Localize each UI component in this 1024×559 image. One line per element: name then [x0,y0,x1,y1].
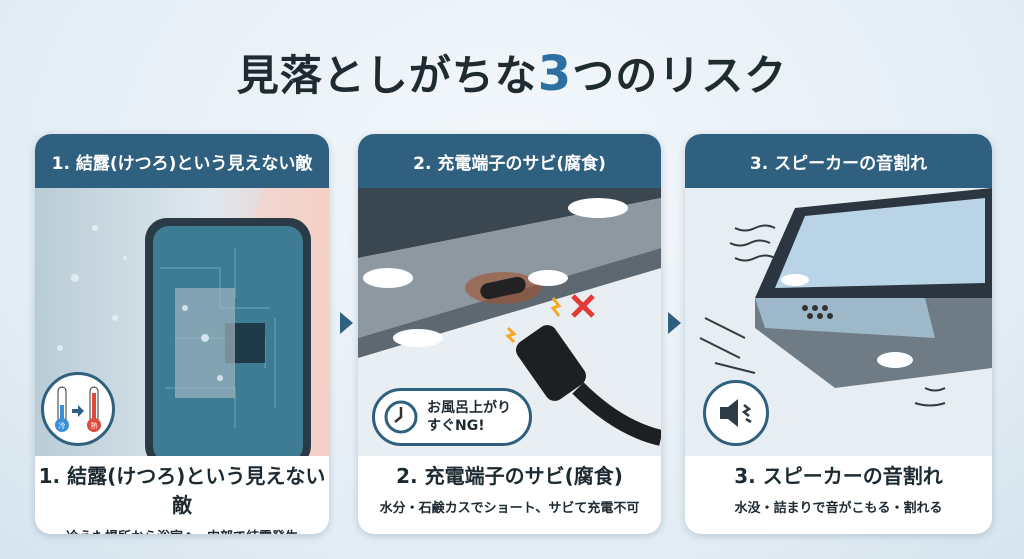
next-arrow-icon [340,312,353,334]
title-number: 3 [537,46,573,102]
card-caption: 2. 充電端子のサビ(腐食) [396,464,623,488]
risk-card-condensation: 1. 結露(けつろ)という見えない敵 冷 熱 1. 結露(けつろ)という見えない… [35,134,329,534]
charging-port-rust-illustration: お風呂上がりすぐNG! [358,188,661,456]
badge-line-1: お風呂上がり [427,399,511,416]
risk-card-corrosion: 2. 充電端子のサビ(腐食) お風呂上がりすぐNG! 2. 充電端子のサビ(腐食… [358,134,661,534]
card-caption: 3. スピーカーの音割れ [734,464,943,488]
thermometer-cold-to-hot-icon: 冷 熱 [41,372,115,446]
speaker-distorted-icon [703,380,769,446]
title-prefix: 見落としがちな [236,51,538,100]
condensation-illustration: 冷 熱 [35,188,329,456]
card-subcaption: 水分・石鹸カスでショート、サビて充電不可 [379,501,640,516]
badge-line-2: すぐNG! [427,418,485,434]
risk-card-speaker: 3. スピーカーの音割れ 3. スピーカーの音割れ水没・詰まりで音がこもる・割れ… [685,134,992,534]
card-header: 1. 結露(けつろ)という見えない敵 [35,134,329,188]
card-header: 3. スピーカーの音割れ [685,134,992,188]
after-bath-warning-badge: お風呂上がりすぐNG! [372,388,532,446]
card-caption: 1. 結露(けつろ)という見えない敵 [38,464,326,517]
hot-label: 熱 [91,421,98,430]
card-header: 2. 充電端子のサビ(腐食) [358,134,661,188]
cold-label: 冷 [59,421,66,430]
next-arrow-icon [668,312,681,334]
title-suffix: つのリスク [572,51,788,100]
clock-icon [384,400,418,434]
card-subcaption: 冷えた場所から浴室へ→内部で結露発生 [35,526,329,534]
card-subcaption: 水没・詰まりで音がこもる・割れる [734,501,943,516]
page-title: 見落としがちな3つのリスク [0,42,1024,103]
speaker-water-illustration [685,188,992,456]
